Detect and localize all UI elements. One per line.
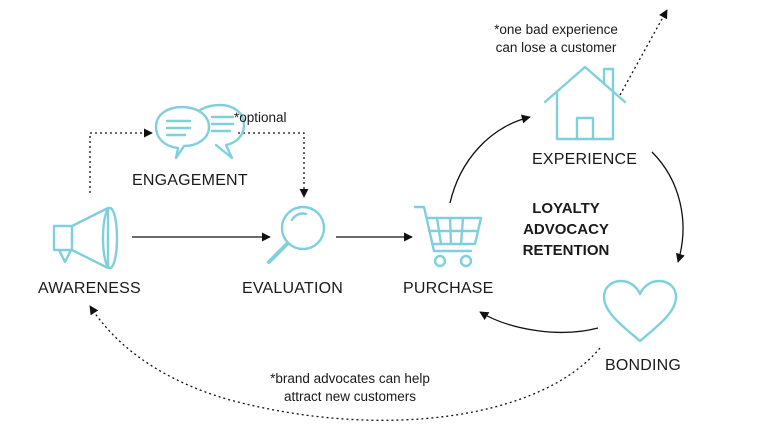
note-brand-advocates: *brand advocates can help attract new cu… bbox=[255, 370, 445, 406]
center-label-advocacy: ADVOCACY bbox=[523, 221, 609, 238]
center-labels: LOYALTY ADVOCACY RETENTION bbox=[506, 198, 626, 261]
note-optional: *optional bbox=[234, 110, 287, 125]
megaphone-icon bbox=[52, 206, 119, 270]
stage-label-awareness: AWARENESS bbox=[38, 280, 141, 297]
arrows bbox=[89, 9, 685, 421]
note-bad-experience-line2: can lose a customer bbox=[495, 40, 617, 55]
stage-label-bonding: BONDING bbox=[605, 357, 682, 374]
stage-label-experience: EXPERIENCE bbox=[532, 151, 638, 168]
note-bad-experience-line1: *one bad experience bbox=[494, 22, 618, 37]
note-brand-advocates-line2: attract new customers bbox=[283, 389, 417, 404]
arrow-awareness-to-engagement bbox=[89, 128, 153, 193]
stage-label-evaluation: EVALUATION bbox=[242, 280, 343, 297]
house-icon bbox=[543, 65, 627, 141]
magnifier-icon bbox=[267, 205, 326, 264]
heart-icon bbox=[602, 279, 678, 343]
arrow-engagement-to-evaluation bbox=[238, 132, 309, 198]
speech-bubbles-icon bbox=[154, 103, 246, 160]
arrow-experience-exit bbox=[619, 9, 668, 96]
stage-label-purchase: PURCHASE bbox=[403, 280, 494, 297]
arrow-bonding-to-awareness bbox=[89, 305, 601, 421]
note-bad-experience: *one bad experience can lose a customer bbox=[464, 21, 648, 57]
stage-label-engagement: ENGAGEMENT bbox=[132, 172, 248, 189]
arrow-purchase-to-experience bbox=[449, 114, 531, 204]
center-label-loyalty: LOYALTY bbox=[532, 200, 600, 217]
shopping-cart-icon bbox=[413, 205, 483, 268]
arrow-experience-to-bonding bbox=[651, 151, 685, 263]
note-brand-advocates-line1: *brand advocates can help bbox=[270, 371, 430, 386]
arrow-bonding-to-purchase bbox=[479, 311, 599, 333]
center-label-retention: RETENTION bbox=[522, 242, 610, 259]
